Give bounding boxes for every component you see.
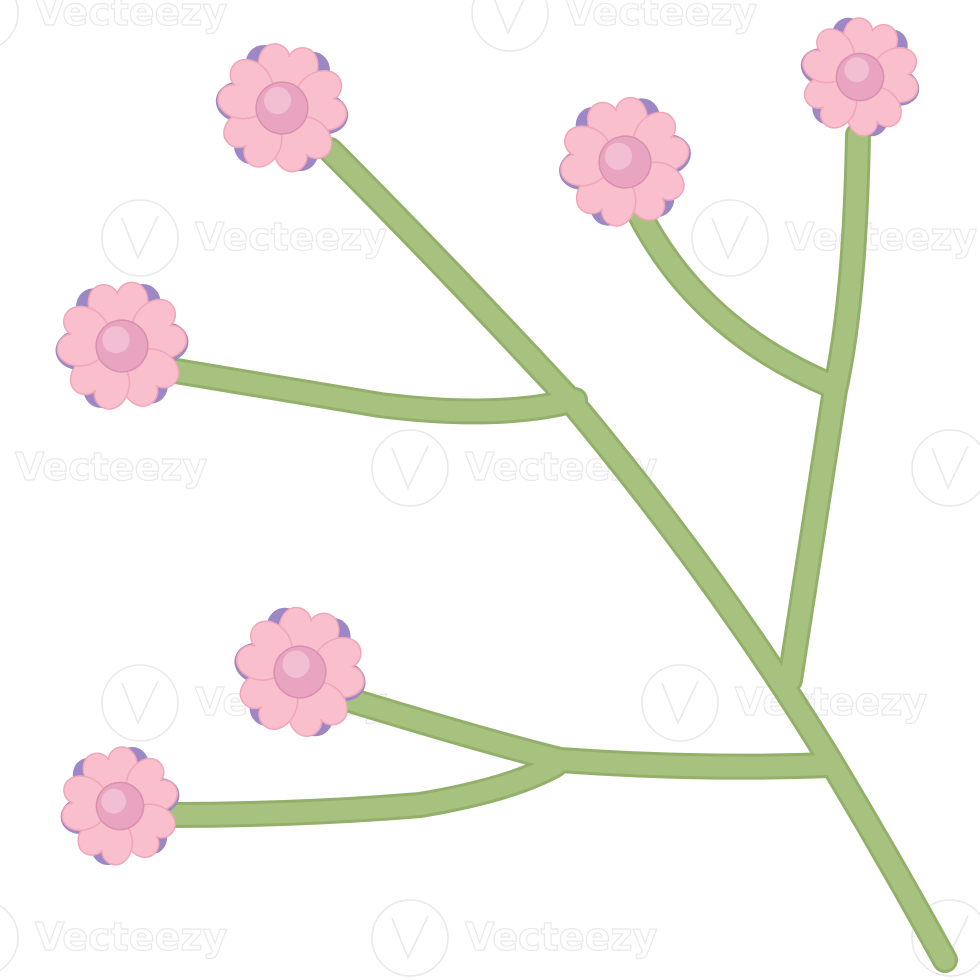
watermark-text: Vecteezy (735, 680, 927, 724)
center-highlight (604, 142, 633, 170)
watermark-logo (371, 429, 449, 507)
watermark-text: Vecteezy (35, 0, 227, 34)
flowers (55, 17, 920, 866)
flower (60, 746, 180, 866)
watermark-logo (101, 664, 179, 742)
stem (630, 205, 840, 395)
watermark-text: Vecteezy (785, 215, 977, 259)
flower (559, 97, 691, 227)
watermark-text: Vecteezy (195, 215, 387, 259)
flower (234, 606, 366, 737)
watermark-logo (641, 664, 719, 742)
watermark-logo (101, 199, 179, 277)
center-highlight (282, 650, 310, 678)
watermark-logo (371, 899, 449, 977)
petal (61, 775, 110, 832)
stem (160, 755, 565, 825)
center-highlight (263, 86, 292, 115)
flower (800, 17, 920, 137)
watermark-text: Vecteezy (15, 445, 207, 489)
watermark-logo (911, 429, 980, 507)
flower (55, 281, 189, 410)
center-highlight (844, 57, 870, 83)
flower (215, 43, 349, 173)
center-highlight (101, 788, 127, 814)
watermark-logo (0, 904, 19, 972)
watermark-logo (0, 0, 19, 47)
stems (157, 122, 958, 973)
center-highlight (102, 326, 130, 354)
watermark-text: Vecteezy (465, 915, 657, 959)
watermark-logo (471, 0, 549, 52)
watermark-text: Vecteezy (565, 0, 757, 34)
stem (320, 140, 955, 970)
watermark-logo (691, 199, 769, 277)
stem (160, 360, 585, 422)
watermark-text: Vecteezy (35, 915, 227, 959)
